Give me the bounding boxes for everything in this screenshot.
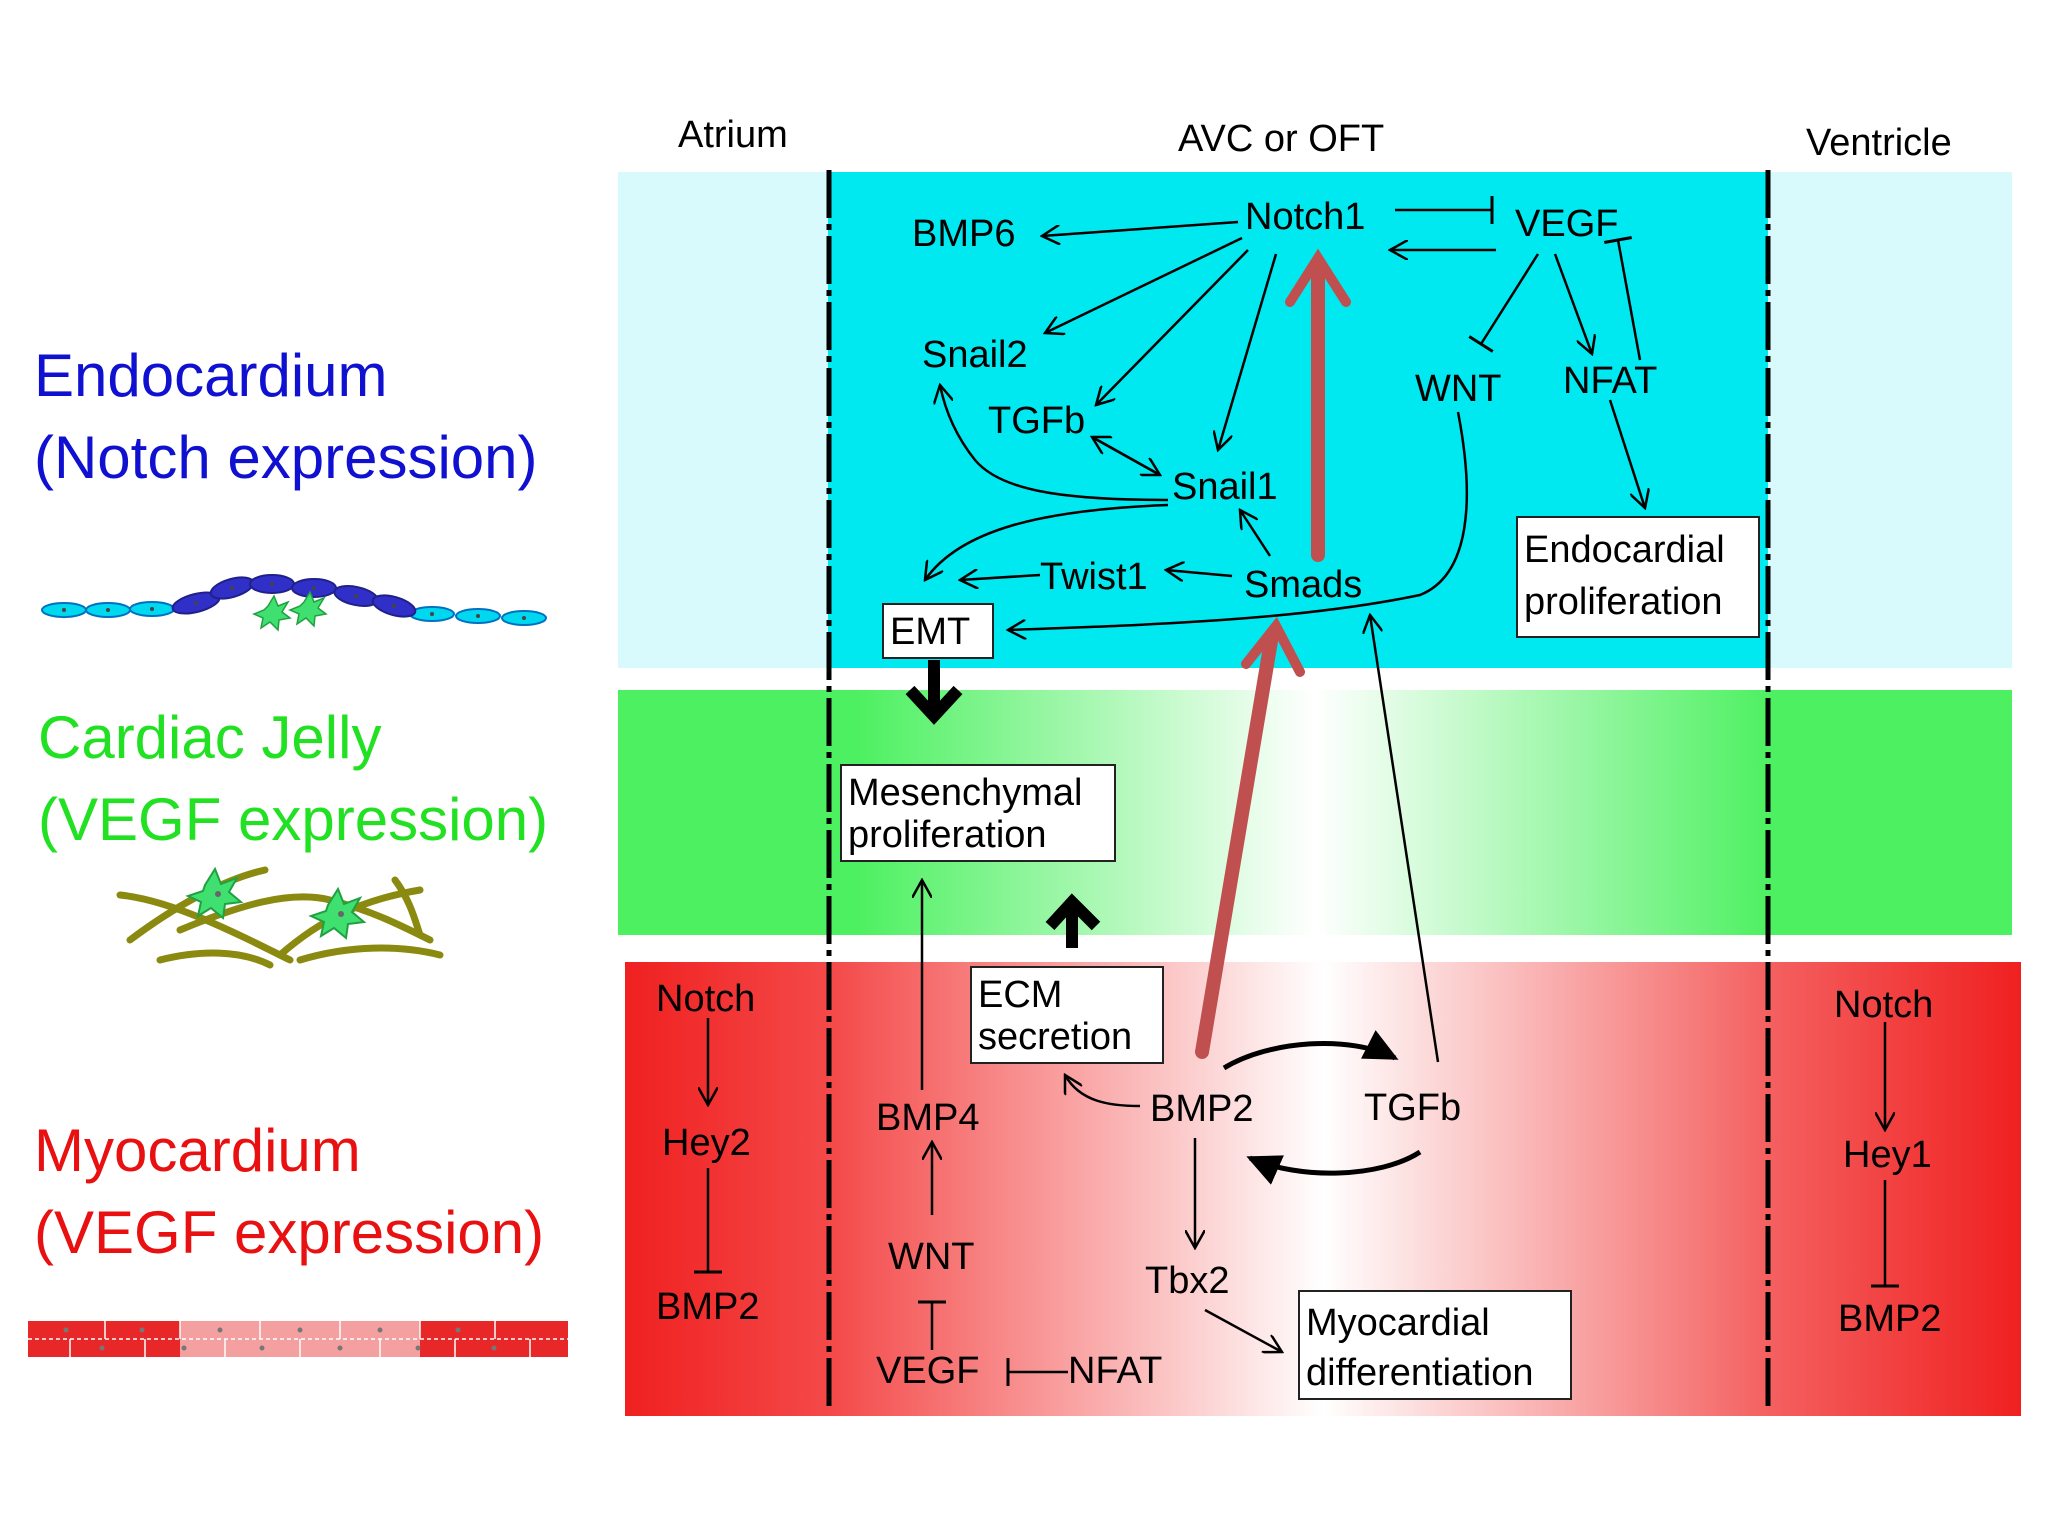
node-snail1: Snail1 (1172, 466, 1278, 508)
node-twist1: Twist1 (1040, 556, 1148, 598)
box-endocardial-proliferation-line2: proliferation (1524, 581, 1723, 623)
box-ecm-secretion-line1: ECM (978, 974, 1063, 1016)
layer-subtitle-endocardium: (Notch expression) (34, 424, 538, 491)
box-myocardial-differentiation-line1: Myocardial (1306, 1302, 1490, 1344)
ventricle-node-hey1: Hey1 (1843, 1134, 1932, 1176)
node-wnt-endo: WNT (1415, 368, 1502, 410)
layer-title-cardiac-jelly: Cardiac Jelly (38, 704, 382, 771)
node-tgfb-myo: TGFb (1364, 1087, 1462, 1129)
node-tgfb-endo: TGFb (988, 400, 1086, 442)
node-smads: Smads (1244, 564, 1363, 606)
box-emt: EMT (882, 603, 994, 659)
box-myocardial-differentiation-line2: differentiation (1306, 1352, 1534, 1394)
atrium-node-hey2: Hey2 (662, 1122, 751, 1164)
layer-title-myocardium: Myocardium (34, 1117, 361, 1184)
node-bmp4: BMP4 (876, 1097, 980, 1139)
node-wnt-myo: WNT (888, 1236, 975, 1278)
box-ecm-secretion-line2: secretion (978, 1016, 1133, 1058)
endocardium-cells-illustration (41, 574, 547, 632)
box-ecm-secretion: ECM secretion (970, 966, 1164, 1064)
box-emt-label: EMT (890, 611, 971, 653)
column-header-ventricle: Ventricle (1806, 122, 1952, 164)
node-nfat-myo: NFAT (1068, 1350, 1163, 1392)
layer-title-endocardium: Endocardium (34, 342, 388, 409)
node-vegf-myo: VEGF (876, 1350, 980, 1392)
node-bmp2-myo: BMP2 (1150, 1088, 1254, 1130)
box-myocardial-differentiation: Myocardial differentiation (1298, 1290, 1572, 1400)
layer-label-myocardium: Myocardium (VEGF expression) (34, 1110, 544, 1274)
box-endocardial-proliferation: Endocardial proliferation (1516, 516, 1760, 638)
ventricle-node-bmp2: BMP2 (1838, 1298, 1942, 1340)
layer-label-endocardium: Endocardium (Notch expression) (34, 335, 538, 499)
atrium-node-notch: Notch (656, 978, 756, 1020)
node-snail2: Snail2 (922, 334, 1028, 376)
myocardium-cells-illustration (28, 1321, 568, 1357)
box-endocardial-proliferation-line1: Endocardial (1524, 529, 1725, 571)
node-bmp6: BMP6 (912, 213, 1016, 255)
layer-subtitle-myocardium: (VEGF expression) (34, 1199, 545, 1266)
layer-subtitle-cardiac-jelly: (VEGF expression) (38, 786, 549, 853)
layer-label-cardiac-jelly: Cardiac Jelly (VEGF expression) (38, 697, 548, 861)
box-mesenchymal-proliferation: Mesenchymal proliferation (840, 764, 1116, 862)
node-tbx2: Tbx2 (1145, 1260, 1230, 1302)
cardiac-jelly-illustration (116, 866, 444, 969)
column-header-atrium: Atrium (678, 114, 788, 156)
column-header-avc-oft: AVC or OFT (1178, 118, 1385, 160)
node-nfat-endo: NFAT (1563, 360, 1658, 402)
node-vegf-endo: VEGF (1515, 203, 1619, 245)
atrium-node-bmp2: BMP2 (656, 1286, 760, 1328)
ventricle-node-notch: Notch (1834, 984, 1934, 1026)
node-notch1: Notch1 (1245, 196, 1366, 238)
box-mesenchymal-proliferation-line1: Mesenchymal (848, 772, 1083, 814)
box-mesenchymal-proliferation-line2: proliferation (848, 814, 1047, 856)
